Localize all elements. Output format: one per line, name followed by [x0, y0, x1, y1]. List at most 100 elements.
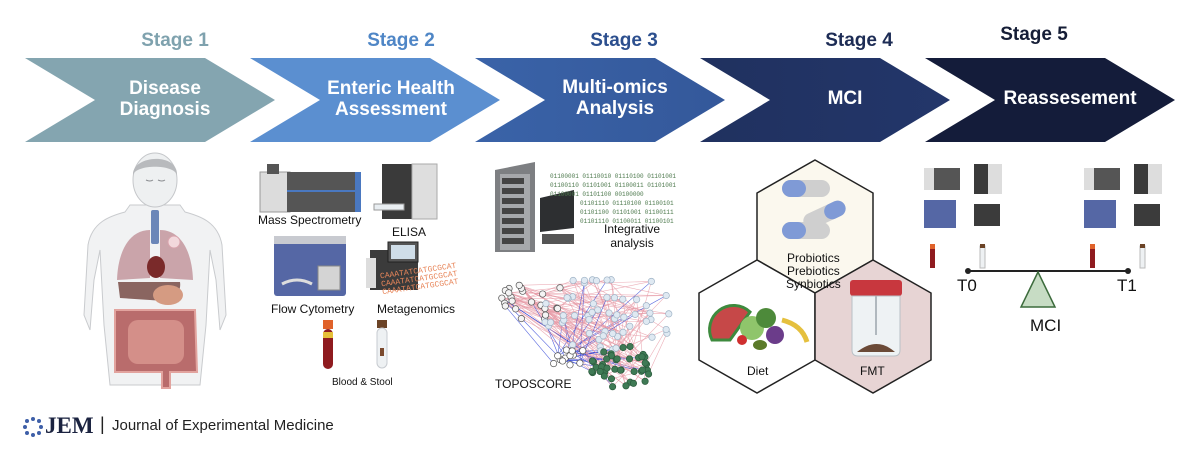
sequencer-icon — [366, 241, 419, 290]
mass-spectrometer-icon — [259, 164, 361, 213]
stage-3-title: Stage 3 — [590, 30, 658, 51]
network-node — [571, 312, 579, 320]
network-node — [622, 382, 630, 390]
network-node — [662, 325, 670, 334]
network-edge — [505, 305, 554, 364]
label-probiotics: Probiotics — [787, 251, 840, 265]
network-node — [588, 308, 596, 316]
network-node — [562, 346, 571, 354]
network-node — [629, 379, 638, 387]
interventions-hexagons — [698, 159, 932, 394]
network-node — [592, 277, 601, 285]
network-node — [630, 367, 638, 376]
network-edge — [519, 285, 618, 337]
network-edge — [606, 279, 647, 322]
label-metagenomics: Metagenomics — [377, 302, 456, 316]
network-edge — [544, 308, 631, 347]
network-node — [638, 366, 647, 374]
network-edge — [621, 363, 647, 371]
network-node — [648, 333, 656, 341]
network-node — [620, 313, 628, 321]
network-node — [568, 347, 576, 355]
network-node — [527, 298, 536, 306]
network-node — [665, 310, 673, 318]
label-t0: T0 — [957, 276, 977, 295]
network-node — [609, 330, 617, 338]
left-lung — [117, 230, 150, 280]
label-t1: T1 — [1117, 276, 1137, 295]
heart — [147, 256, 165, 278]
network-node — [566, 361, 574, 369]
server-computer-icon — [495, 162, 574, 252]
network-edge — [574, 315, 593, 372]
network-node — [579, 347, 587, 355]
network-node — [569, 341, 577, 349]
network-edge — [548, 325, 653, 338]
network-node — [603, 293, 611, 302]
chevron-label-stage-2: Enteric Health Assessment — [306, 78, 476, 120]
network-node — [616, 366, 624, 374]
binary-code-text: 01100001 01110010 01110100 01101001 0110… — [550, 172, 676, 226]
network-edge — [603, 335, 635, 372]
flow-cytometer-icon — [274, 236, 346, 296]
chevron-label-stage-3: Multi-omics Analysis — [530, 77, 700, 119]
network-node — [619, 328, 627, 336]
network-node — [554, 352, 562, 360]
label-line: MCI — [827, 88, 863, 109]
network-node — [603, 364, 611, 372]
label-fulcrum-mci: MCI — [1030, 316, 1062, 335]
network-node — [600, 372, 608, 380]
elisa-reader-icon — [373, 163, 438, 220]
label-supplements: Probiotics Prebiotics Synbiotics — [786, 252, 841, 291]
network-node — [596, 367, 604, 375]
lung-lesion — [167, 235, 181, 249]
network-node — [625, 355, 634, 363]
network-node — [619, 295, 627, 303]
capsules-icon — [782, 180, 846, 239]
network-edge — [531, 301, 571, 366]
stage-5-title: Stage 5 — [1000, 24, 1068, 45]
network-node — [645, 370, 653, 378]
human-anatomy-illustration — [83, 152, 227, 389]
network-node — [642, 302, 650, 310]
instruments-t1 — [1084, 164, 1162, 269]
network-node — [585, 315, 593, 324]
stomach — [153, 285, 183, 305]
fmt-jar-icon — [850, 280, 902, 357]
network-node — [517, 315, 525, 323]
binary-line: 01101100 01101001 01100111 — [580, 209, 674, 216]
eyes — [145, 179, 166, 182]
network-node — [619, 343, 627, 352]
binary-line: 01100001 01110010 01110100 01101001 — [550, 173, 677, 180]
network-edge — [511, 300, 647, 365]
timepoint-t1-marker — [1125, 268, 1131, 274]
chevron-label-stage-1: Disease Diagnosis — [80, 78, 250, 120]
network-node — [539, 290, 547, 298]
network-node — [541, 311, 550, 319]
label-line: Analysis — [575, 98, 655, 119]
fulcrum-triangle — [1019, 270, 1057, 308]
blood-stool-tubes-icon — [323, 320, 388, 369]
network-node — [631, 310, 639, 318]
network-node — [588, 367, 596, 376]
chevron-stage-5 — [925, 58, 1175, 142]
network-node — [554, 304, 562, 313]
network-node — [550, 360, 558, 368]
blood-tube — [323, 329, 333, 369]
network-edge — [616, 359, 643, 371]
label-toposcore: TOPOSCORE — [495, 377, 572, 391]
label-line: Diagnosis — [119, 99, 211, 120]
network-node — [612, 344, 620, 352]
label-line: Assessment — [335, 99, 447, 120]
trachea — [151, 210, 159, 244]
network-edge — [544, 308, 589, 316]
network-node — [542, 300, 550, 308]
network-edge — [574, 315, 604, 337]
network-edge — [572, 280, 646, 364]
binary-line: 01101110 01100011 01100101 — [580, 218, 674, 225]
network-node — [585, 329, 593, 337]
network-node — [589, 300, 597, 308]
label-line: Reassesement — [1003, 88, 1137, 109]
label-line: Multi-omics — [562, 77, 668, 98]
network-node — [633, 295, 641, 304]
